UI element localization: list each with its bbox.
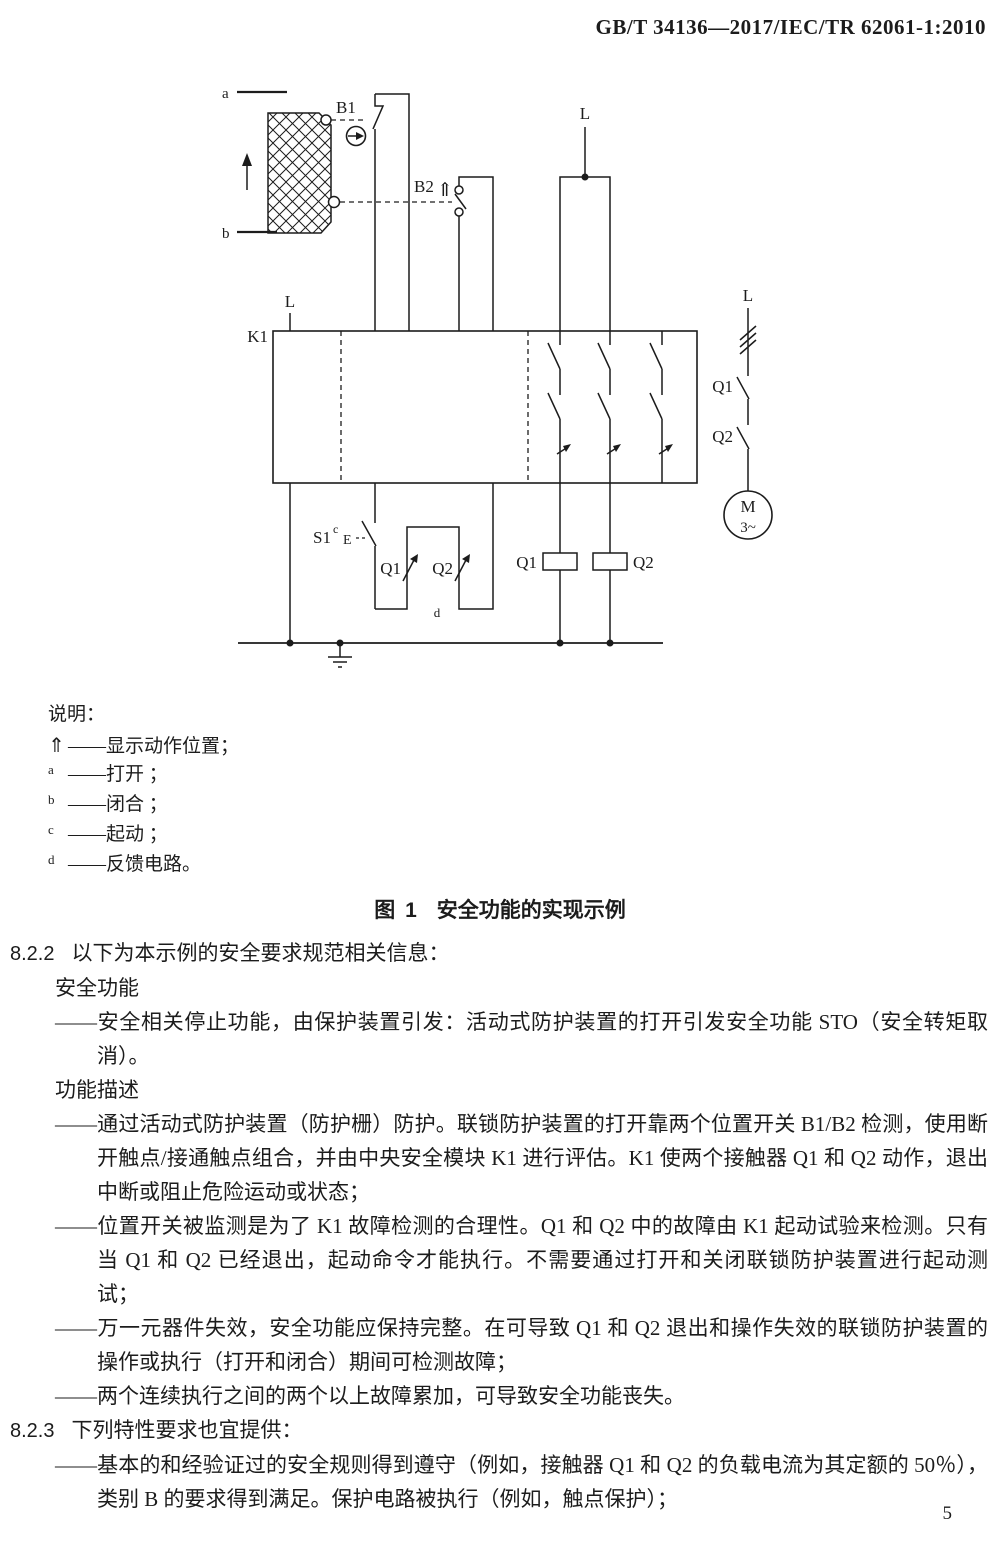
label-b1: B1 bbox=[336, 98, 356, 117]
three-phase-marks-icon bbox=[739, 325, 757, 355]
guard-motion-arrow-icon bbox=[242, 153, 252, 190]
legend-sup-d: d bbox=[48, 852, 55, 867]
guard-cam-bottom bbox=[327, 195, 341, 209]
figure-caption: 图 1 安全功能的实现示例 bbox=[0, 894, 1000, 924]
return-bus bbox=[238, 639, 663, 668]
legend-item-text: ——起动 ； bbox=[68, 824, 168, 845]
label-motor-m: M bbox=[740, 497, 755, 516]
subhead-function-description: 功能描述 bbox=[55, 1078, 139, 1102]
clause-8-2-3: 8.2.3 下列特性要求也宜提供： bbox=[10, 1413, 988, 1448]
legend-item-text: ——显示动作位置； bbox=[68, 736, 240, 757]
standard-code-header: GB/T 34136—2017/IEC/TR 62061-1:2010 bbox=[595, 15, 986, 39]
legend-item-text: ——反馈电路。 bbox=[68, 854, 202, 875]
label-s1-superscript: c bbox=[333, 522, 338, 536]
start-button-s1-branch: S1 c E bbox=[289, 483, 377, 643]
direct-opening-action-icon bbox=[345, 125, 367, 147]
clause-heading-text: 下列特性要求也宜提供： bbox=[71, 1418, 303, 1442]
label-feedback-q2: Q2 bbox=[432, 559, 453, 578]
label-coil-q2: Q2 bbox=[633, 553, 654, 572]
function-description-item: ——通过活动式防护装置（防护栅）防护。联锁防护装置的打开靠两个位置开关 B1/B… bbox=[55, 1112, 988, 1204]
characteristic-requirement-item: ——基本的和经验证过的安全规则得到遵守（例如，接触器 Q1 和 Q2 的负载电流… bbox=[55, 1453, 988, 1511]
legend-item: ⇑ ——显示动作位置； bbox=[48, 730, 548, 760]
figure-title: 安全功能的实现示例 bbox=[436, 899, 626, 922]
label-motor-phase: 3~ bbox=[740, 520, 756, 536]
clause-8-2-2: 8.2.2 以下为本示例的安全要求规范相关信息： bbox=[10, 936, 988, 971]
label-b2: B2 bbox=[414, 177, 434, 196]
legend-sup-a: a bbox=[48, 762, 54, 777]
label-supply-l-k1: L bbox=[285, 292, 295, 311]
label-s1: S1 bbox=[313, 528, 331, 547]
clause-number: 8.2.3 bbox=[10, 1420, 55, 1442]
feedback-circuit: Q1 Q2 d bbox=[375, 483, 494, 620]
figure-number: 图 1 bbox=[374, 899, 419, 922]
legend-item: b ——闭合 ； bbox=[48, 790, 548, 820]
figure-legend: 说明： ⇑ ——显示动作位置； a ——打开 ； b ——闭合 ； c ——起动… bbox=[48, 700, 548, 880]
function-description-item: ——两个连续执行之间的两个以上故障累加，可导致安全功能丧失。 bbox=[55, 1384, 685, 1408]
legend-item: a ——打开 ； bbox=[48, 760, 548, 790]
label-coil-q1: Q1 bbox=[516, 553, 537, 572]
safety-module-k1: K1 L bbox=[247, 292, 698, 484]
manual-actuator-icon: E bbox=[343, 533, 352, 548]
b2-actuated-arrow-icon: ⇑ bbox=[437, 180, 453, 201]
function-description-item: ——位置开关被监测是为了 K1 故障检测的合理性。Q1 和 Q2 中的故障由 K… bbox=[55, 1214, 988, 1306]
earth-icon bbox=[328, 643, 352, 668]
label-k1: K1 bbox=[247, 327, 268, 346]
label-supply-l: L bbox=[580, 104, 590, 123]
clause-text: 8.2.2 以下为本示例的安全要求规范相关信息： 安全功能 ——安全相关停止功能，… bbox=[10, 936, 988, 1516]
safety-function-item: ——安全相关停止功能，由保护装置引发：活动式防护装置的打开引发安全功能 STO（… bbox=[55, 1010, 988, 1068]
page-number: 5 bbox=[942, 1503, 953, 1524]
legend-title: 说明： bbox=[48, 704, 106, 725]
clause-number: 8.2.2 bbox=[10, 943, 55, 965]
position-switch-b1: B1 bbox=[331, 93, 410, 331]
label-contact-q1: Q1 bbox=[712, 377, 733, 396]
movable-guard: a b bbox=[222, 86, 341, 242]
guard-cam-top bbox=[320, 114, 332, 126]
safety-function-circuit-diagram: a b B1 B2 ⇑ bbox=[222, 86, 773, 668]
guard-closed-mark: b bbox=[222, 226, 230, 242]
motor-symbol bbox=[723, 490, 773, 540]
guard-open-mark: a bbox=[222, 86, 229, 102]
contactor-coils: Q1 Q2 bbox=[516, 483, 654, 643]
label-contact-q2: Q2 bbox=[712, 427, 733, 446]
legend-sup-c: c bbox=[48, 822, 54, 837]
label-feedback-d: d bbox=[434, 605, 441, 620]
subhead-safety-function: 安全功能 bbox=[55, 976, 139, 1000]
legend-sup-b: b bbox=[48, 792, 55, 807]
position-switch-b2: B2 ⇑ bbox=[340, 176, 494, 331]
legend-item: d ——反馈电路。 bbox=[48, 850, 548, 880]
supply-line-mid: L bbox=[559, 104, 611, 331]
legend-item-text: ——闭合 ； bbox=[68, 794, 168, 815]
clause-heading-text: 以下为本示例的安全要求规范相关信息： bbox=[71, 941, 450, 965]
legend-item: c ——起动 ； bbox=[48, 820, 548, 850]
k1-output-contacts bbox=[547, 331, 673, 483]
label-feedback-q1: Q1 bbox=[380, 559, 401, 578]
motor-power-branch: L Q1 Q2 M 3~ bbox=[712, 286, 773, 540]
coil-q1 bbox=[542, 552, 578, 571]
label-supply-l-motor: L bbox=[743, 286, 753, 305]
legend-arrow-icon: ⇑ bbox=[48, 733, 65, 757]
function-description-item: ——万一元器件失效，安全功能应保持完整。在可导致 Q1 和 Q2 退出和操作失效… bbox=[55, 1316, 988, 1374]
coil-q2 bbox=[592, 552, 628, 571]
guard-hatched-body bbox=[267, 112, 332, 234]
legend-item-text: ——打开 ； bbox=[68, 764, 168, 785]
